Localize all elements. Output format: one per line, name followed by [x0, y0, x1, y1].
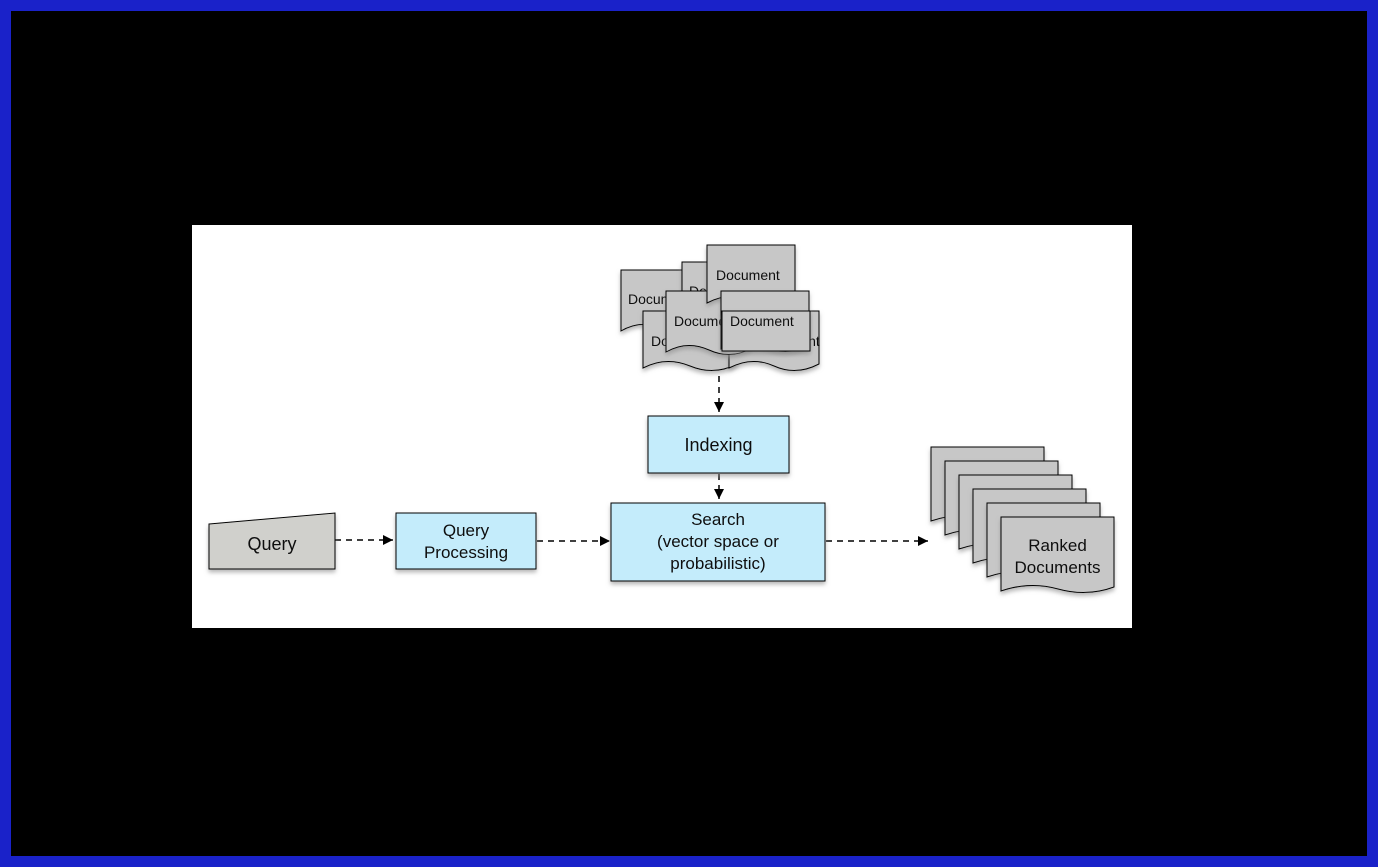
- search-box: Search (vector space or probabilistic): [610, 502, 826, 582]
- query-label: Query: [247, 534, 296, 554]
- query-processing-box: Query Processing: [395, 512, 537, 570]
- ranked-line2: Documents: [1015, 558, 1101, 577]
- slide-frame: Document Document Document Document Docu…: [11, 11, 1367, 856]
- query-processing-line2: Processing: [424, 543, 508, 562]
- search-line3: probabilistic): [670, 554, 765, 573]
- document-label: Document: [716, 267, 780, 283]
- ranked-documents-stack: Ranked Documents: [930, 446, 1115, 593]
- retrieval-diagram: Document Document Document Document Docu…: [192, 225, 1132, 628]
- flow-arrows: [335, 376, 928, 546]
- ranked-document-front: Ranked Documents: [1000, 516, 1115, 593]
- document-icon: Document: [721, 310, 811, 352]
- query-processing-line1: Query: [443, 521, 490, 540]
- query-node: Query: [208, 512, 336, 570]
- search-line2: (vector space or: [657, 532, 779, 551]
- diagram-canvas: Document Document Document Document Docu…: [208, 244, 1115, 593]
- document-icon: Document: [706, 244, 796, 306]
- indexing-label: Indexing: [684, 435, 752, 455]
- ranked-line1: Ranked: [1028, 536, 1087, 555]
- indexing-box: Indexing: [647, 415, 790, 474]
- search-line1: Search: [691, 510, 745, 529]
- document-label: Document: [730, 313, 794, 329]
- document-collection: Document Document Document Document Docu…: [620, 244, 820, 371]
